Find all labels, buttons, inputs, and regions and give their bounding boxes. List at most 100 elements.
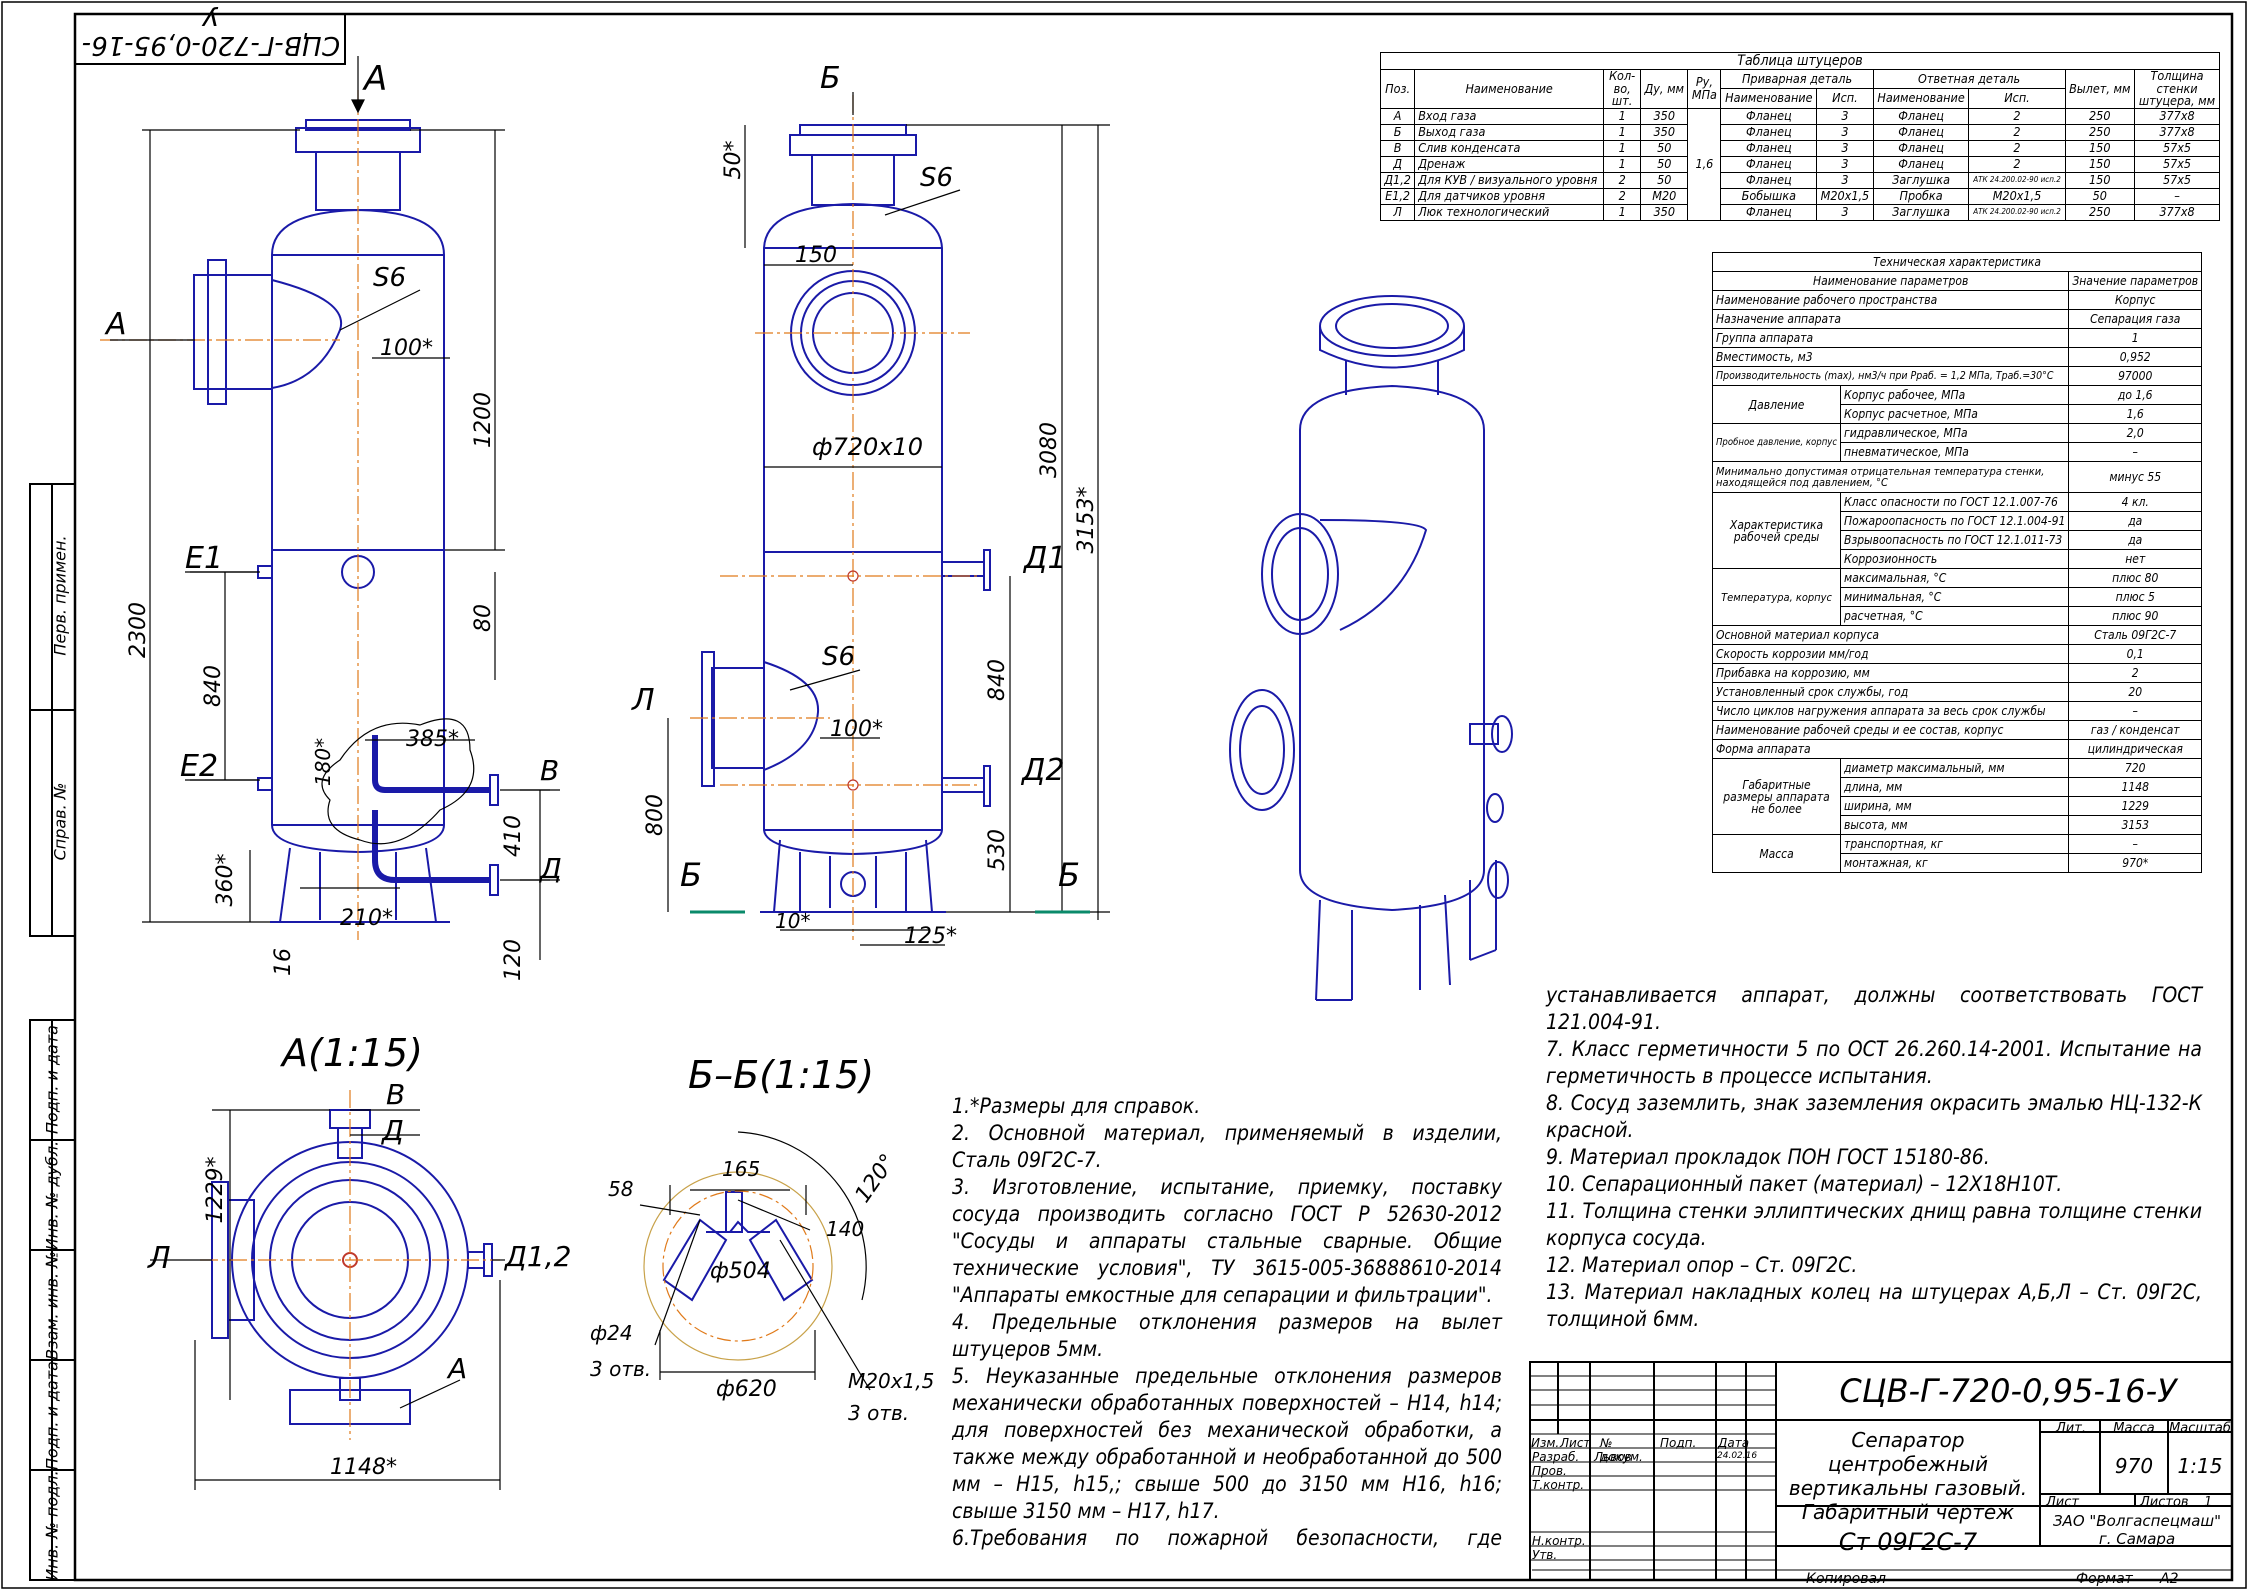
nt-r6-misp: АТК 24.200.02-90 исп.2 — [1968, 203, 2066, 221]
dim-180: 180* — [311, 738, 335, 786]
tech-r6-k: Минимально допустимая отрицательная темп… — [1711, 461, 2070, 493]
stamp-inv-podl: Инв. № подл. — [42, 1470, 62, 1581]
nt-h-sub-name2: Наименование — [1872, 88, 1970, 109]
sectionA-label-D: Д — [380, 1114, 404, 1147]
dim-360: 360* — [213, 854, 238, 907]
tb-listov-value: 1 — [2204, 1495, 2213, 1510]
table-row: В Слив конденсата 1 50 Фланец 3 Фланец 2… — [1379, 139, 2220, 157]
sectionA-title: А(1:15) — [279, 1031, 423, 1075]
nt-h-sub-isp: Исп. — [1816, 88, 1874, 109]
note-4: 4. Предельные отклонения размеров на выл… — [952, 1310, 1502, 1361]
note-13: 13. Материал накладных колец на штуцерах… — [1546, 1280, 2202, 1331]
tech-e4-k: Коррозионность — [1840, 549, 2070, 569]
tech-r8-k: Скорость коррозии мм/год — [1711, 644, 2070, 664]
note-10: 10. Сепарационный пакет (материал) – 12Х… — [1546, 1172, 2063, 1196]
tech-e3-v: да — [2068, 530, 2203, 550]
nt-r0-wall: 377х8 — [2134, 107, 2220, 125]
tb-scale-value: 1:15 — [2177, 1454, 2223, 1478]
nt-r5-mname: Пробка — [1872, 187, 1970, 205]
dim-150: 150 — [795, 243, 837, 268]
tech-t1-v: плюс 80 — [2068, 568, 2203, 588]
tech-r4-k: Вместимость, м3 — [1711, 347, 2070, 367]
tech-e3-k: Взрывоопасность по ГОСТ 12.1.011-73 — [1840, 530, 2070, 550]
dim-80: 80 — [471, 604, 496, 632]
nt-pu-value: 1,6 — [1687, 107, 1722, 221]
tb-h-izm: Изм. — [1531, 1436, 1560, 1450]
nt-r6-poz: Л — [1379, 203, 1416, 221]
nt-r3-reach: 150 — [2064, 155, 2136, 173]
tech-p3-k: гидравлическое, МПа — [1840, 423, 2070, 443]
title-block-grid — [1529, 1361, 2233, 1581]
sectionBB-leg-1 — [662, 1218, 728, 1302]
label-E2: E2 — [180, 749, 218, 784]
nt-r0-reach: 250 — [2064, 107, 2136, 125]
sectionA-label-V: В — [386, 1078, 405, 1111]
dim-140: 140 — [826, 1217, 864, 1241]
nt-r1-wname: Фланец — [1720, 123, 1818, 141]
tb-razrab-name: Львов — [1594, 1450, 1632, 1464]
tech-p1-k: Корпус рабочее, МПа — [1840, 385, 2070, 405]
nt-r6-qty: 1 — [1603, 203, 1642, 221]
tech-r12-v: газ / конденсат — [2068, 720, 2203, 740]
label-D1: Д1 — [1022, 541, 1067, 576]
nt-r2-qty: 1 — [1603, 139, 1642, 157]
tech-env-group: Характеристика рабочей среды — [1711, 492, 1842, 569]
stamp-sprav-no: Справ. № — [50, 782, 70, 861]
nt-r2-wisp: 3 — [1816, 139, 1874, 157]
nt-r1-wall: 377х8 — [2134, 123, 2220, 141]
tech-t3-v: плюс 90 — [2068, 606, 2203, 626]
tech-r8-v: 0,1 — [2068, 644, 2203, 664]
label-B-left: Б — [680, 856, 702, 894]
tech-e1-k: Класс опасности по ГОСТ 12.1.007-76 — [1840, 492, 2070, 512]
dim-holes2: 3 отв. — [848, 1401, 909, 1425]
tech-r6-v: минус 55 — [2068, 461, 2203, 493]
tb-prov: Пров. — [1532, 1464, 1567, 1478]
nt-r1-mname: Фланец — [1872, 123, 1970, 141]
dim-24: ф24 — [590, 1321, 633, 1345]
dim-165: 165 — [722, 1157, 760, 1181]
nt-r6-wisp: 3 — [1816, 203, 1874, 221]
tech-s3-k: ширина, мм — [1840, 796, 2070, 816]
tech-r5-k: Производительность (max), нм3/ч при Pраб… — [1711, 366, 2070, 386]
dim-385: 385* — [406, 727, 459, 752]
stamp-vzam-inv: Взам. инв. № — [42, 1251, 62, 1360]
notes-column-1: 1.*Размеры для справок. 2. Основной мате… — [952, 1093, 1502, 1552]
section-A-labels: А(1:15) В Д Л Д1,2 А 1229* 1148* — [147, 1031, 571, 1480]
tb-h-podp: Подп. — [1660, 1436, 1697, 1450]
tb-razrab: Разраб. — [1532, 1450, 1580, 1464]
tech-r5-v: 97000 — [2068, 366, 2203, 386]
dim-2300: 2300 — [126, 602, 151, 658]
nt-r5-misp: М20х1,5 — [1968, 187, 2066, 205]
nt-r0-wname: Фланец — [1720, 107, 1818, 125]
tech-t1-k: максимальная, °С — [1840, 568, 2070, 588]
note-1: 1.*Размеры для справок. — [952, 1094, 1201, 1118]
table-row: Б Выход газа 1 350 Фланец 3 Фланец 2 250… — [1379, 123, 2220, 141]
front-view-annotation — [100, 56, 560, 960]
title-block-left-grid — [1530, 1362, 1776, 1580]
nt-r5-wisp: М20х1,5 — [1816, 187, 1874, 205]
tech-e4-v: нет — [2068, 549, 2203, 569]
sectionBB-leg-2 — [748, 1218, 814, 1302]
label-A-side: A — [104, 307, 127, 342]
nt-r4-reach: 150 — [2064, 171, 2136, 189]
nt-h-poz: Поз. — [1379, 69, 1416, 109]
tb-masshtab: Масштаб — [2169, 1421, 2231, 1436]
tech-r13-k: Форма аппарата — [1711, 739, 2070, 759]
dim-50: 50* — [721, 141, 746, 180]
tb-mass-value: 970 — [2114, 1454, 2154, 1478]
nt-r2-du: 50 — [1640, 139, 1689, 157]
nt-r0-misp: 2 — [1968, 107, 2066, 125]
dim-1229: 1229* — [203, 1157, 228, 1224]
notes-column-2: устанавливается аппарат, должны соответс… — [1546, 982, 2202, 1333]
table-row: Л Люк технологический 1 350 Фланец 3 Заг… — [1379, 203, 2220, 221]
sectionA-label-D12: Д1,2 — [503, 1240, 571, 1273]
nt-r1-du: 350 — [1640, 123, 1689, 141]
tech-s2-v: 1148 — [2068, 777, 2203, 797]
